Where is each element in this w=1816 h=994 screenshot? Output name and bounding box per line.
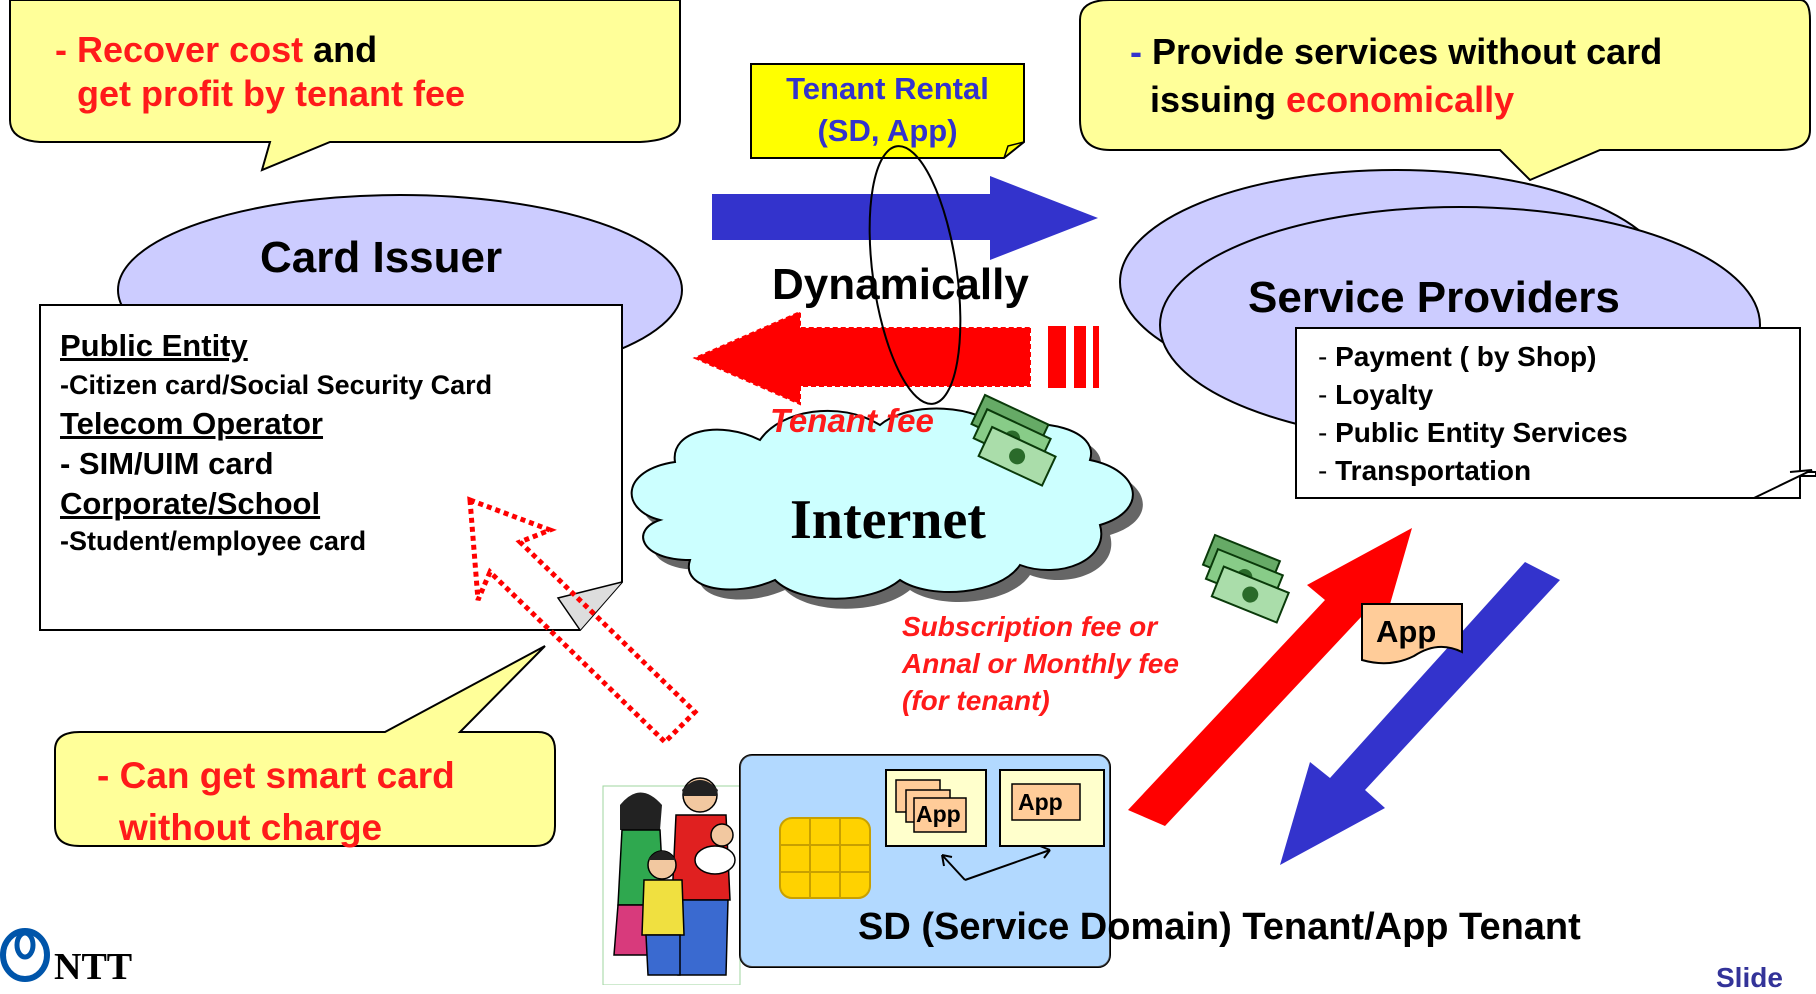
money-icon	[1201, 533, 1291, 624]
services-list: - Payment ( by Shop) - Loyalty - Public …	[1318, 338, 1628, 490]
service-item-payment: - Payment ( by Shop)	[1318, 341, 1597, 372]
text-issuing: issuing	[1150, 79, 1287, 120]
card-issuer-title: Card Issuer	[260, 233, 503, 282]
app-document-label: App	[1376, 614, 1437, 649]
heading-telecom-operator: Telecom Operator	[60, 406, 324, 441]
dynamically-label: Dynamically	[772, 260, 1029, 309]
text-provide-services: Provide services without card	[1152, 31, 1663, 72]
highlight-recover-cost: Recover cost	[77, 29, 304, 70]
card-app-label-1: App	[916, 801, 961, 827]
free-card-arrow	[467, 496, 699, 746]
card-app-box-2	[999, 769, 1105, 847]
highlight-economically: economically	[1286, 79, 1515, 120]
dash: -	[1130, 31, 1152, 72]
tenant-fee-label: Tenant fee	[770, 402, 934, 439]
text-and: and	[303, 29, 378, 70]
subscription-line2: Annal or Monthly fee	[902, 648, 1179, 679]
family-icon	[602, 777, 741, 985]
callout-top-left-text: - Recover cost and get profit by tenant …	[55, 28, 465, 116]
service-item-transportation: - Transportation	[1318, 455, 1532, 486]
money-icon	[970, 393, 1057, 487]
app-download-arrow	[1280, 562, 1560, 865]
chip-icon	[779, 817, 871, 899]
issuer-box-text: Public Entity -Citizen card/Social Secur…	[60, 326, 492, 558]
callout-top-right-shape	[1079, 0, 1811, 182]
dynamic-loop	[868, 145, 962, 405]
callout-bottom-left-shape	[54, 645, 556, 847]
sd-caption: SD (Service Domain) Tenant/App Tenant	[858, 906, 1581, 948]
dash: -	[55, 29, 77, 70]
subscription-arrow	[1128, 528, 1412, 826]
text-without-charge: without charge	[119, 807, 383, 848]
ntt-logo-text: NTT	[54, 946, 133, 988]
service-providers-title: Service Providers	[1248, 273, 1620, 322]
subscription-line1: Subscription fee or	[902, 611, 1158, 642]
subscription-label: Subscription fee or Annal or Monthly fee…	[902, 608, 1179, 719]
tenant-fee-arrow	[692, 310, 1099, 406]
card-app-label-2: App	[1018, 789, 1063, 815]
tenant-rental-note: Tenant Rental (SD, App)	[751, 68, 1024, 152]
line-citizen-card: -Citizen card/Social Security Card	[60, 370, 493, 400]
text-profit: get profit by tenant fee	[77, 73, 466, 114]
line-sim-card: - SIM/UIM card	[60, 446, 274, 481]
heading-corporate-school: Corporate/School	[60, 486, 321, 521]
text-can-get-card: - Can get smart card	[97, 755, 455, 796]
line-student-card: -Student/employee card	[60, 526, 367, 556]
tenant-rental-line2: (SD, App)	[817, 113, 958, 148]
callout-top-right-text: - Provide services without card issuing …	[1130, 28, 1662, 124]
services-list-box-shape	[1295, 327, 1816, 499]
app-move-arrows	[941, 845, 1051, 881]
callout-bottom-left-text: - Can get smart card without charge	[97, 750, 455, 854]
app-document-icon	[1361, 603, 1463, 665]
service-item-loyalty: - Loyalty	[1318, 379, 1434, 410]
tenant-rental-note-shape	[750, 63, 1025, 159]
callout-top-left-shape	[9, 0, 681, 172]
slide-label: Slide	[1716, 962, 1783, 993]
tenant-rental-line1: Tenant Rental	[786, 71, 989, 106]
service-item-public-entity: - Public Entity Services	[1318, 417, 1628, 448]
ntt-logo-icon	[0, 928, 50, 982]
internet-label: Internet	[790, 489, 986, 551]
tenant-rental-arrow	[712, 176, 1098, 260]
card-app-box-1	[885, 769, 987, 847]
heading-public-entity: Public Entity	[60, 328, 248, 363]
subscription-line3: (for tenant)	[902, 685, 1050, 716]
